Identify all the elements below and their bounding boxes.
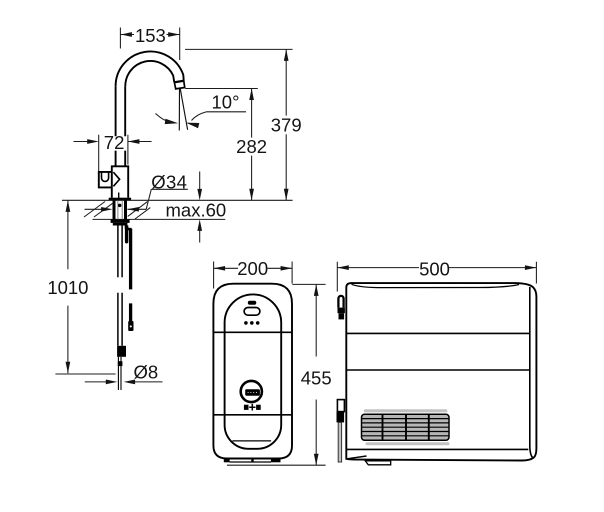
svg-text:Ø8: Ø8	[134, 361, 159, 382]
svg-text:282: 282	[236, 136, 267, 157]
svg-text:153: 153	[135, 25, 166, 46]
svg-text:10°: 10°	[212, 91, 240, 112]
svg-text:455: 455	[301, 368, 332, 389]
svg-text:379: 379	[271, 114, 302, 135]
svg-text:72: 72	[104, 132, 125, 153]
svg-text:max.60: max.60	[166, 200, 227, 221]
svg-text:200: 200	[237, 258, 268, 279]
svg-text:1010: 1010	[47, 277, 88, 298]
svg-text:500: 500	[419, 259, 450, 280]
svg-text:Ø34: Ø34	[151, 172, 187, 193]
